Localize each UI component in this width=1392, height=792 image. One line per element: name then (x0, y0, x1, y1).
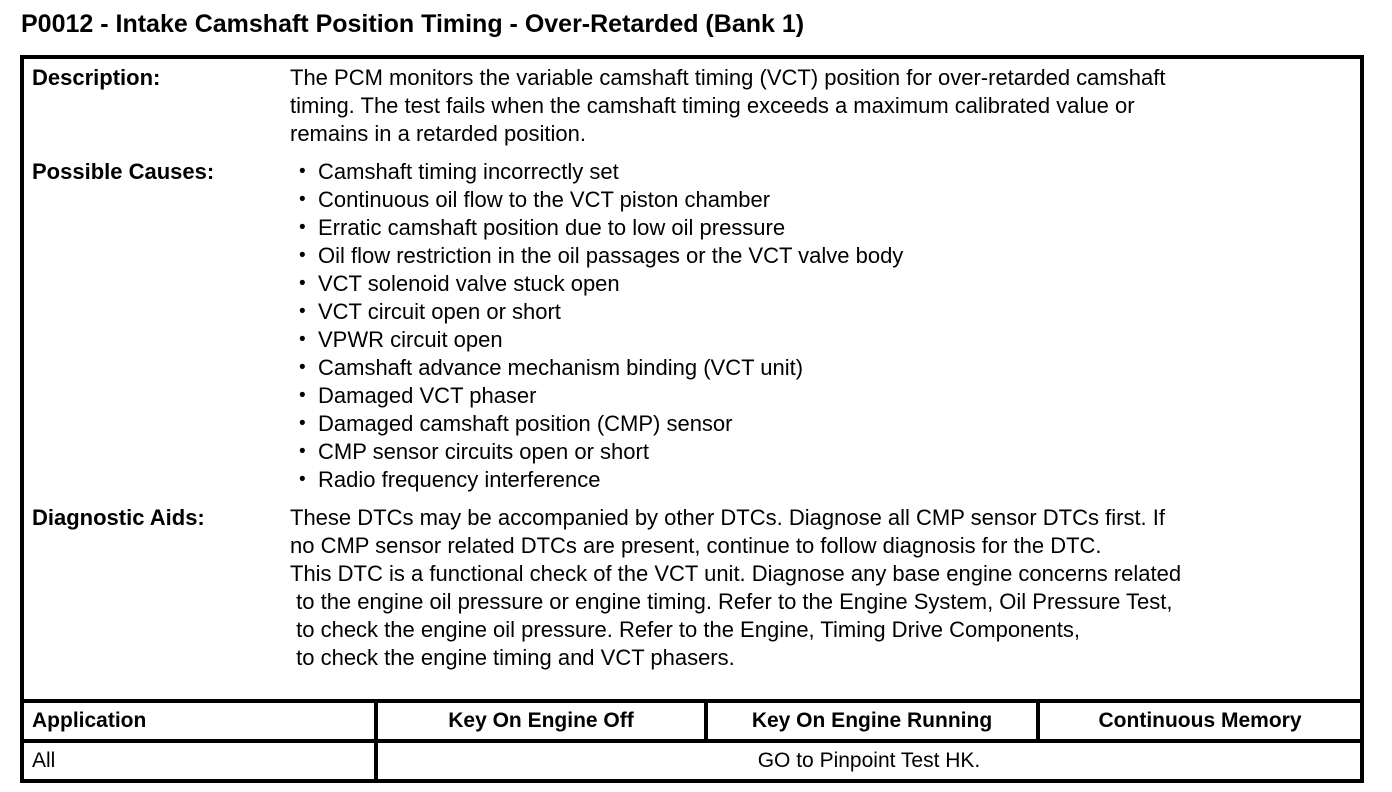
possible-causes-content: • Camshaft timing incorrectly set • Cont… (290, 158, 1350, 494)
possible-cause-text: Damaged camshaft position (CMP) sensor (318, 411, 733, 436)
possible-cause-item: • CMP sensor circuits open or short (290, 438, 1350, 466)
bullet-icon: • (299, 301, 306, 322)
header-key-on-engine-running: Key On Engine Running (708, 703, 1040, 739)
bullet-icon: • (299, 217, 306, 238)
diagnostic-aids-section: Diagnostic Aids: These DTCs may be accom… (32, 504, 1350, 672)
bullet-icon: • (299, 161, 306, 182)
possible-cause-text: VCT circuit open or short (318, 299, 561, 324)
application-table: Application Key On Engine Off Key On Eng… (24, 699, 1360, 779)
possible-cause-item: • Camshaft advance mechanism binding (VC… (290, 354, 1350, 382)
diagnostic-aids-line: no CMP sensor related DTCs are present, … (290, 533, 1102, 558)
possible-cause-item: • Camshaft timing incorrectly set (290, 158, 1350, 186)
application-cell: All (24, 743, 378, 779)
possible-cause-text: Camshaft advance mechanism binding (VCT … (318, 355, 804, 380)
possible-cause-item: • Erratic camshaft position due to low o… (290, 214, 1350, 242)
diagnostic-aids-line: to the engine oil pressure or engine tim… (290, 589, 1173, 614)
bullet-icon: • (299, 329, 306, 350)
description-text: The PCM monitors the variable camshaft t… (290, 64, 1350, 148)
application-table-data-row: All GO to Pinpoint Test HK. (24, 743, 1360, 779)
possible-cause-item: • VCT solenoid valve stuck open (290, 270, 1350, 298)
possible-cause-text: Damaged VCT phaser (318, 383, 537, 408)
bullet-icon: • (299, 245, 306, 266)
dtc-info-sections: Description: The PCM monitors the variab… (24, 59, 1360, 699)
description-section: Description: The PCM monitors the variab… (32, 64, 1350, 148)
description-line: remains in a retarded position. (290, 121, 586, 146)
bullet-icon: • (299, 273, 306, 294)
page-title: P0012 - Intake Camshaft Position Timing … (21, 10, 805, 38)
possible-causes-label: Possible Causes: (32, 159, 215, 184)
header-continuous-memory: Continuous Memory (1098, 709, 1302, 732)
possible-causes-section: Possible Causes: • Camshaft timing incor… (32, 158, 1350, 494)
diagnostic-aids-line: These DTCs may be accompanied by other D… (290, 505, 1166, 530)
diagnostic-aids-line: This DTC is a functional check of the VC… (290, 561, 1182, 586)
possible-cause-text: Continuous oil flow to the VCT piston ch… (318, 187, 771, 212)
header-application: Application (24, 703, 378, 739)
bullet-icon: • (299, 413, 306, 434)
action-cell: GO to Pinpoint Test HK. (757, 749, 981, 772)
description-line: timing. The test fails when the camshaft… (290, 93, 1135, 118)
possible-cause-text: Radio frequency interference (318, 467, 601, 492)
possible-cause-item: • VCT circuit open or short (290, 298, 1350, 326)
diagnostic-aids-line: to check the engine oil pressure. Refer … (290, 617, 1080, 642)
bullet-icon: • (299, 189, 306, 210)
bullet-icon: • (299, 385, 306, 406)
application-table-header-row: Application Key On Engine Off Key On Eng… (24, 703, 1360, 743)
diagnostic-aids-line: to check the engine timing and VCT phase… (290, 645, 735, 670)
possible-cause-item: • Radio frequency interference (290, 466, 1350, 494)
description-line: The PCM monitors the variable camshaft t… (290, 65, 1166, 90)
possible-causes-list: • Camshaft timing incorrectly set • Cont… (290, 158, 1350, 494)
possible-cause-item: • Oil flow restriction in the oil passag… (290, 242, 1350, 270)
possible-cause-text: Oil flow restriction in the oil passages… (318, 243, 904, 268)
bullet-icon: • (299, 441, 306, 462)
possible-cause-text: VCT solenoid valve stuck open (318, 271, 620, 296)
possible-cause-text: VPWR circuit open (318, 327, 503, 352)
diagnostic-aids-label: Diagnostic Aids: (32, 505, 205, 530)
diagnostic-aids-text: These DTCs may be accompanied by other D… (290, 504, 1350, 672)
possible-cause-item: • Damaged VCT phaser (290, 382, 1350, 410)
possible-cause-text: Erratic camshaft position due to low oil… (318, 215, 786, 240)
possible-cause-item: • VPWR circuit open (290, 326, 1350, 354)
bullet-icon: • (299, 469, 306, 490)
description-label: Description: (32, 65, 161, 90)
bullet-icon: • (299, 357, 306, 378)
possible-cause-item: • Damaged camshaft position (CMP) sensor (290, 410, 1350, 438)
possible-cause-text: Camshaft timing incorrectly set (318, 159, 619, 184)
header-key-on-engine-off: Key On Engine Off (378, 703, 708, 739)
possible-cause-text: CMP sensor circuits open or short (318, 439, 649, 464)
dtc-info-box: Description: The PCM monitors the variab… (20, 55, 1364, 783)
possible-cause-item: • Continuous oil flow to the VCT piston … (290, 186, 1350, 214)
